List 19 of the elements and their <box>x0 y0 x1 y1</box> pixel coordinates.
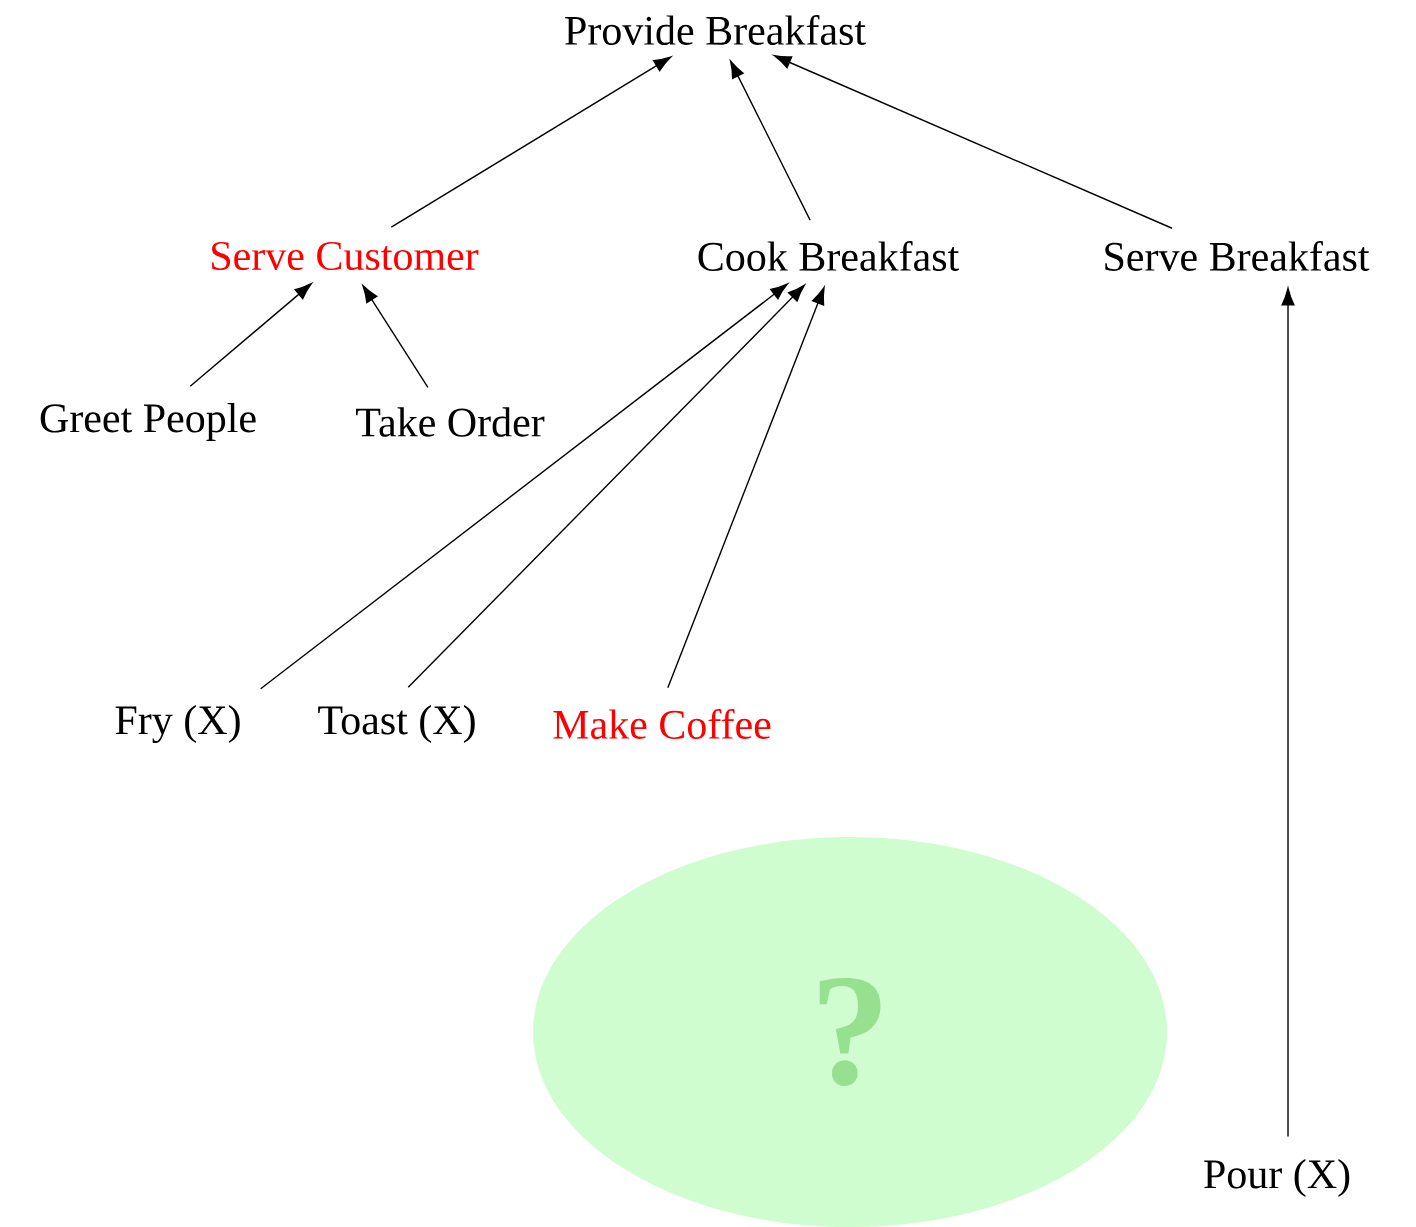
node-label: Pour (X) <box>1204 1158 1350 1198</box>
arrow <box>1281 287 1295 1138</box>
node-label: Fry (X) <box>115 704 240 744</box>
arrow <box>390 56 672 228</box>
arrow <box>407 284 805 688</box>
arrow <box>189 283 313 387</box>
node-label: Serve Customer <box>212 241 479 271</box>
node-label: Provide Breakfast <box>565 15 866 45</box>
node-label: Cook Breakfast <box>698 241 959 271</box>
node-label: Toast (X) <box>318 704 475 744</box>
arrow <box>259 283 788 690</box>
node-label: Make Coffee <box>553 709 771 739</box>
node-label: Serve Breakfast <box>1105 241 1370 271</box>
node-label: Take Order <box>356 407 545 437</box>
arrow <box>729 60 811 221</box>
arrow <box>773 55 1173 229</box>
node-label: Greet People <box>40 402 256 442</box>
arrow <box>667 287 825 689</box>
arrow <box>362 285 429 389</box>
